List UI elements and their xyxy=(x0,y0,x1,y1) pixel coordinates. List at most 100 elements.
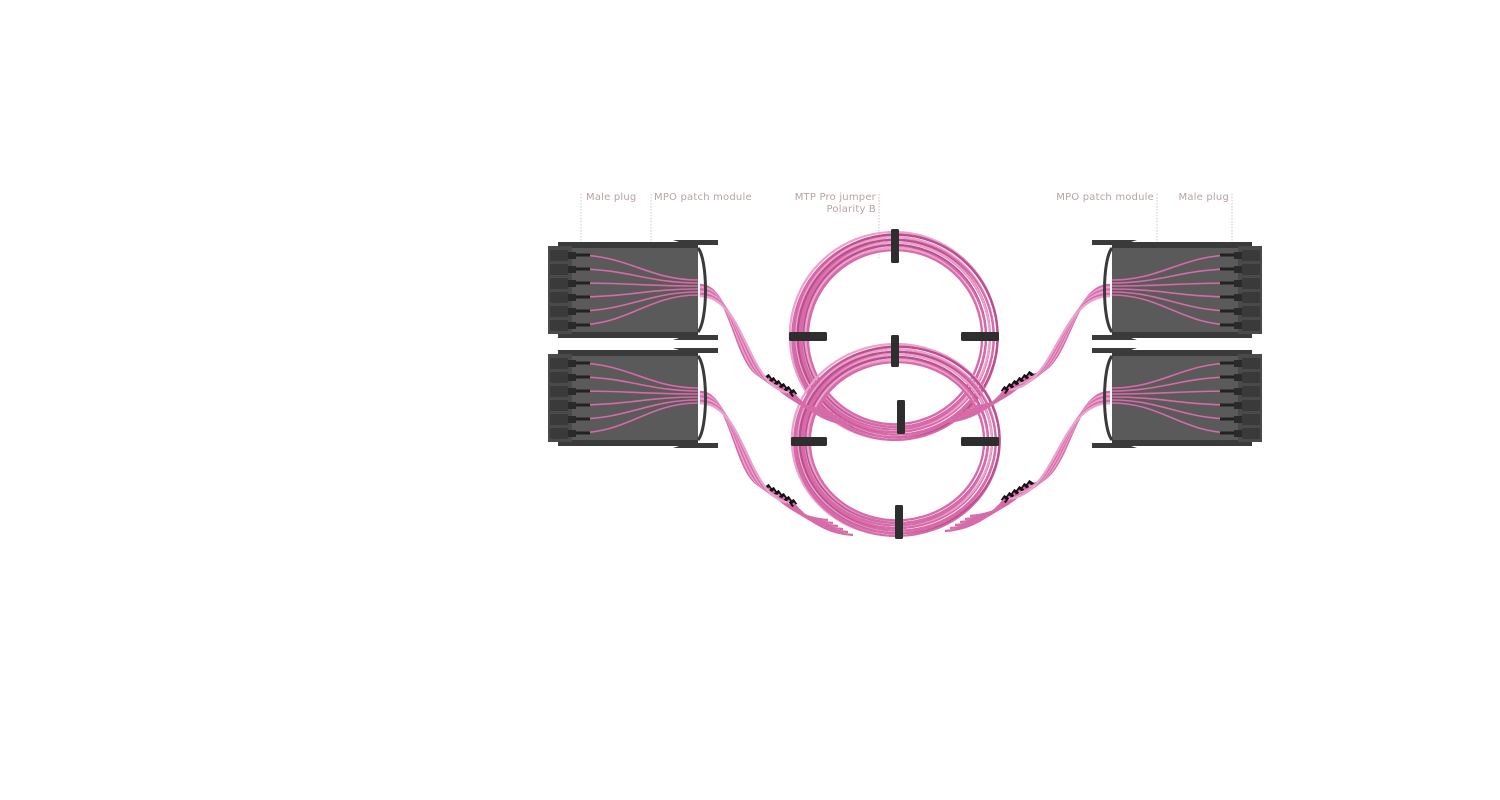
male-plug-key xyxy=(1234,308,1242,315)
upper-coil-top-strap xyxy=(891,229,899,263)
mtp-jumper-label-line2: Polarity B xyxy=(826,204,876,215)
male-plug xyxy=(550,250,568,261)
internal-adapter xyxy=(1220,361,1234,365)
lower-coil-top-strap xyxy=(891,335,899,367)
internal-fiber xyxy=(1111,294,1235,326)
fanout-fiber-tail xyxy=(944,498,1006,533)
fanout-fiber xyxy=(1004,401,1111,501)
male-plug xyxy=(1242,320,1260,331)
fanout-fiber xyxy=(699,401,794,505)
coil-center-strap xyxy=(897,400,905,434)
lower-coil-right-strap xyxy=(961,437,999,446)
male-plug xyxy=(1242,292,1260,303)
internal-fiber xyxy=(1111,268,1235,284)
fanout-fiber-tail xyxy=(792,392,854,427)
internal-adapter xyxy=(1220,281,1234,285)
internal-adapter xyxy=(1220,431,1234,435)
mtp-jumper-label-line1: MTP Pro jumper xyxy=(794,192,876,203)
module-bottom-rim xyxy=(1112,332,1252,338)
internal-adapter xyxy=(1220,389,1234,393)
right-mpo-module-label: MPO patch module xyxy=(1056,192,1154,203)
left-male-plug-label: Male plug xyxy=(586,192,637,203)
left-bottom-fanout xyxy=(699,390,854,537)
male-plug-key xyxy=(1234,416,1242,423)
male-plug xyxy=(1242,400,1260,411)
male-plug xyxy=(550,320,568,331)
fanout-fiber xyxy=(699,393,774,493)
right-top-mpo-module xyxy=(1092,240,1262,340)
module-body xyxy=(558,242,698,338)
male-plug-key xyxy=(568,430,576,437)
internal-fiber xyxy=(1111,390,1235,395)
internal-fiber xyxy=(575,362,699,389)
male-plug-key xyxy=(1234,280,1242,287)
male-plug xyxy=(550,428,568,439)
internal-fiber xyxy=(1111,362,1235,389)
male-plug-key xyxy=(568,266,576,273)
internal-adapter xyxy=(576,253,590,257)
module-rear-lip xyxy=(1103,247,1114,333)
internal-adapter xyxy=(576,281,590,285)
male-plug xyxy=(550,264,568,275)
male-plug xyxy=(550,372,568,383)
module-top-rim xyxy=(1112,350,1252,356)
internal-adapter xyxy=(576,309,590,313)
mtp-jumper-label: MTP Pro jumper Polarity B xyxy=(760,192,876,216)
male-plug xyxy=(1242,414,1260,425)
male-plug-key xyxy=(1234,252,1242,259)
module-body xyxy=(1112,242,1252,338)
internal-fiber xyxy=(575,268,699,284)
male-plug xyxy=(1242,264,1260,275)
internal-fiber xyxy=(575,294,699,326)
coil-fiber xyxy=(808,361,986,522)
right-bottom-mpo-module xyxy=(1092,348,1262,448)
internal-fiber xyxy=(575,396,699,406)
internal-adapter xyxy=(576,323,590,327)
internal-adapter xyxy=(1220,403,1234,407)
internal-fiber xyxy=(575,402,699,434)
module-rear-lip xyxy=(1103,355,1114,441)
lower-coil-bottom-strap xyxy=(895,505,903,539)
internal-adapter xyxy=(576,295,590,299)
internal-adapter xyxy=(576,361,590,365)
internal-fiber xyxy=(1111,282,1235,287)
internal-adapter xyxy=(1220,267,1234,271)
internal-adapter xyxy=(576,267,590,271)
module-rear-lip xyxy=(696,247,707,333)
male-plug xyxy=(550,358,568,369)
internal-adapter xyxy=(1220,417,1234,421)
male-plug-key xyxy=(568,294,576,301)
male-plug xyxy=(550,386,568,397)
fanout-fiber-tail xyxy=(944,389,1006,424)
fanout-fiber xyxy=(699,286,774,383)
right-male-plug-label: Male plug xyxy=(1178,192,1229,203)
male-plug xyxy=(550,400,568,411)
left-top-mpo-module xyxy=(548,240,718,340)
male-plug xyxy=(550,306,568,317)
male-plug-key xyxy=(568,252,576,259)
module-top-rim xyxy=(1112,242,1252,248)
internal-fiber xyxy=(1111,402,1235,434)
male-plug-key xyxy=(1234,294,1242,301)
male-plug xyxy=(1242,358,1260,369)
module-bottom-rim xyxy=(558,332,698,338)
internal-fiber xyxy=(575,390,699,395)
lower-coil-left-strap xyxy=(791,437,827,446)
right-bottom-fanout xyxy=(944,390,1111,533)
male-plug-key xyxy=(568,416,576,423)
upper-coil-right-strap xyxy=(961,332,999,341)
male-plug-key xyxy=(1234,402,1242,409)
male-plug xyxy=(1242,386,1260,397)
male-plug xyxy=(550,278,568,289)
male-plug-key xyxy=(1234,374,1242,381)
male-plug-key xyxy=(568,402,576,409)
right-top-fanout xyxy=(944,283,1111,424)
male-plug xyxy=(1242,278,1260,289)
male-plug-key xyxy=(568,374,576,381)
male-plug-key xyxy=(1234,388,1242,395)
internal-fiber xyxy=(1111,396,1235,406)
internal-fiber xyxy=(575,282,699,287)
male-plug xyxy=(550,414,568,425)
